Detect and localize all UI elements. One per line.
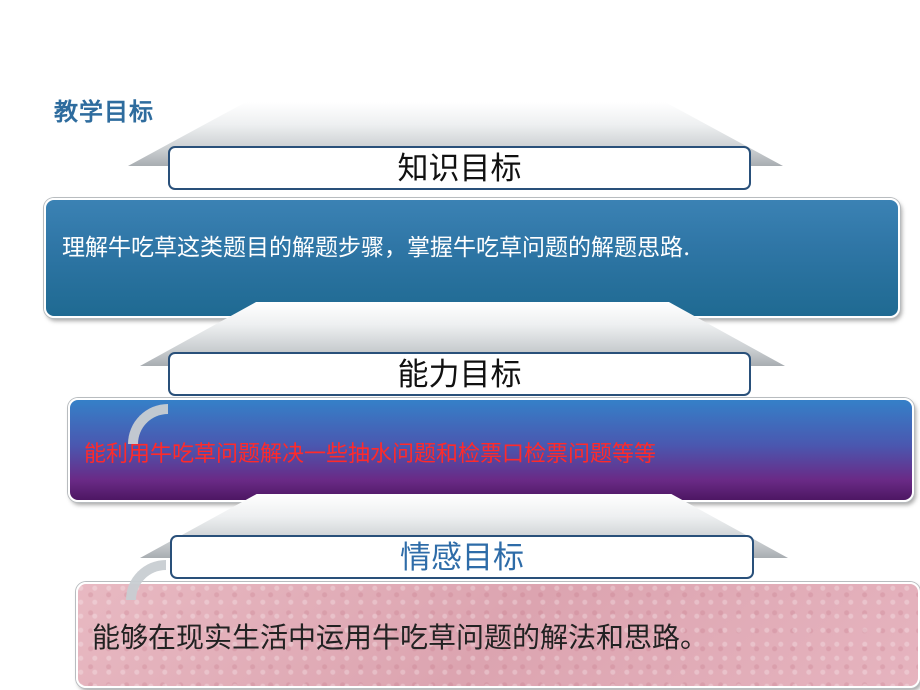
page-title: 教学目标	[54, 98, 154, 126]
section-2-content-text: 能利用牛吃草问题解决一些抽水问题和检票口检票问题等等	[84, 442, 657, 467]
section-3-heading: 情感目标	[170, 535, 754, 579]
section-2-heading: 能力目标	[168, 352, 751, 396]
section-3-content-box: 能够在现实生活中运用牛吃草问题的解法和思路。	[76, 582, 920, 688]
section-1-content-box: 理解牛吃草这类题目的解题步骤，掌握牛吃草问题的解题思路.	[44, 198, 900, 318]
section-1-heading: 知识目标	[168, 146, 751, 190]
section-1-heading-text: 知识目标	[397, 151, 522, 187]
section-2-curl-decoration	[128, 404, 168, 444]
section-3-heading-text: 情感目标	[400, 540, 524, 576]
section-1-content-text: 理解牛吃草这类题目的解题步骤，掌握牛吃草问题的解题思路.	[62, 235, 691, 261]
section-3-curl-decoration	[126, 560, 166, 600]
section-2-heading-text: 能力目标	[397, 357, 522, 393]
section-3-content-text: 能够在现实生活中运用牛吃草问题的解法和思路。	[92, 621, 709, 654]
section-2-content-box: 能利用牛吃草问题解决一些抽水问题和检票口检票问题等等	[68, 398, 914, 502]
